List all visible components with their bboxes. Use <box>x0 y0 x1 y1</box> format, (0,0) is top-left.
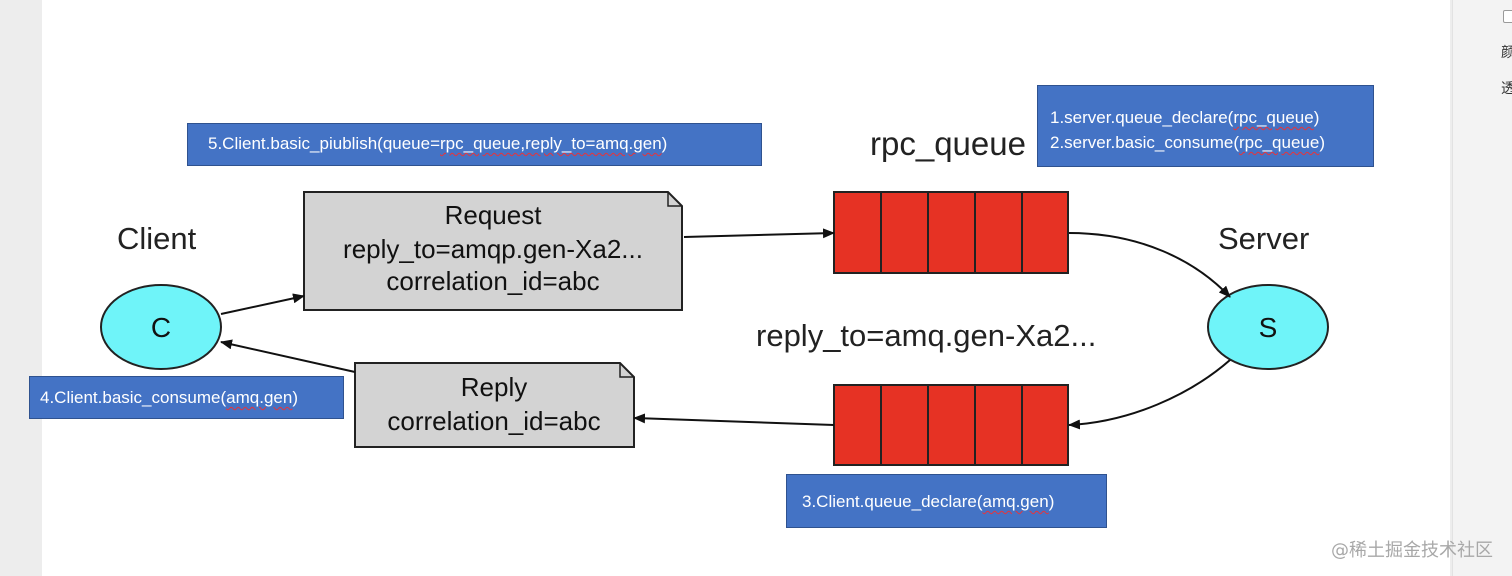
request-reply-to: reply_to=amqp.gen-Xa2... <box>343 234 643 264</box>
note-server-step1-suffix: ) <box>1313 108 1320 127</box>
note-step3-prefix: 3.Client.queue_declare( <box>802 492 983 511</box>
note-step4-prefix: 4.Client.basic_consume( <box>40 388 227 407</box>
arrow-client-to-request <box>220 293 305 315</box>
side-panel: 颜 透 <box>1452 0 1512 576</box>
watermark: @稀土掘金技术社区 <box>1331 540 1493 561</box>
note-server-step2-suffix: ) <box>1319 133 1325 152</box>
reply-message-title: Reply <box>461 372 527 402</box>
reply-queue <box>833 384 1069 466</box>
note-step5-suffix: ) <box>661 134 668 153</box>
server-node-label: S <box>1259 312 1278 343</box>
side-panel-label-2: 透 <box>1501 81 1512 97</box>
note-server-steps: 1.server.queue_declare(rpc_queue) 2.serv… <box>1037 85 1374 167</box>
request-message-box: Request reply_to=amqp.gen-Xa2... correla… <box>303 191 683 311</box>
note-step5-params: rpc_queue,reply_to=amq.gen <box>440 134 662 153</box>
request-queue-label: rpc_queue <box>870 125 1026 162</box>
side-panel-label-1: 颜 <box>1501 45 1512 61</box>
checkbox[interactable] <box>1503 10 1512 23</box>
request-correlation-id: correlation_id=abc <box>386 266 599 296</box>
note-step3-declare: 3.Client.queue_declare(amq.gen) <box>786 474 1107 528</box>
note-server-step1: 1.server.queue_declare(rpc_queue) <box>1050 105 1373 130</box>
note-step4-suffix: ) <box>292 388 298 407</box>
client-label: Client <box>117 221 197 256</box>
reply-correlation-id: correlation_id=abc <box>387 406 600 436</box>
note-step4-queue: amq.gen <box>226 388 293 407</box>
note-server-step2-queue: rpc_queue <box>1238 133 1320 152</box>
note-server-step2: 2.server.basic_consume(rpc_queue) <box>1050 130 1373 155</box>
note-server-step1-prefix: 1.server.queue_declare( <box>1050 108 1234 127</box>
server-node: S <box>1207 284 1329 370</box>
note-server-step1-queue: rpc_queue <box>1233 108 1314 127</box>
note-server-step2-prefix: 2.server.basic_consume( <box>1050 133 1239 152</box>
note-step5-publish: 5.Client.basic_piublish(queue=rpc_queue,… <box>187 123 762 166</box>
arrow-queue-to-server <box>1068 232 1231 298</box>
request-queue <box>833 191 1069 274</box>
note-step3-queue: amq.gen <box>982 492 1049 511</box>
arrow-reply-to-client <box>220 339 356 373</box>
client-node-label: C <box>151 312 171 343</box>
note-step4-consume: 4.Client.basic_consume(amq.gen) <box>29 376 344 419</box>
arrow-request-to-queue <box>683 228 835 239</box>
arrow-reply-queue-to-reply <box>633 413 835 426</box>
client-node: C <box>100 284 222 370</box>
server-label: Server <box>1218 221 1309 256</box>
note-step3-suffix: ) <box>1048 492 1055 511</box>
request-message-title: Request <box>445 200 543 230</box>
reply-queue-label: reply_to=amq.gen-Xa2... <box>756 318 1096 353</box>
note-step5-prefix: 5.Client.basic_piublish(queue= <box>208 134 441 153</box>
reply-message-box: Reply correlation_id=abc <box>354 362 635 448</box>
arrow-server-to-reply-queue <box>1068 359 1231 430</box>
